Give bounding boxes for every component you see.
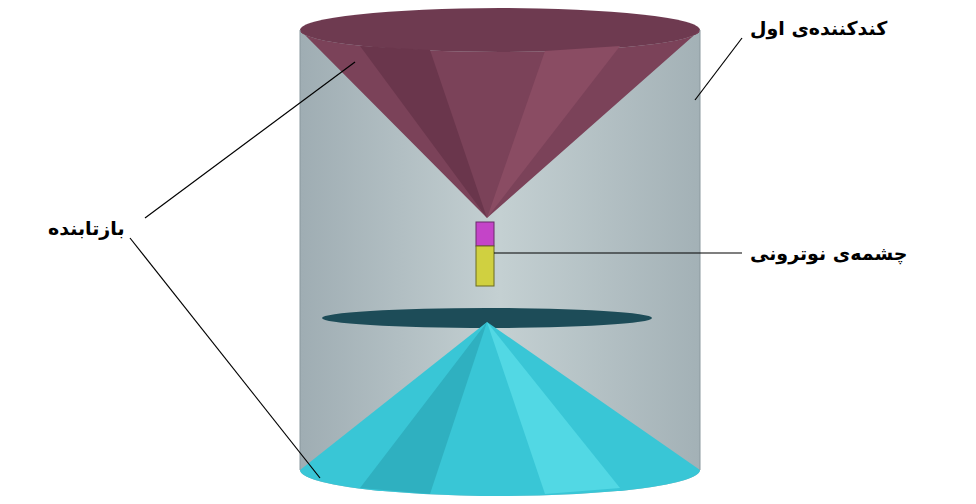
leader-line [145,62,355,218]
top-cone [300,30,700,218]
neutron-source [476,246,494,286]
leader-line [130,238,320,478]
top-cone-base [300,8,700,52]
leader-line [695,38,742,100]
part-label: کندکننده‌ی اول [748,17,889,40]
cylinder-body [300,30,700,496]
part-label: چشمه‌ی نوترونی [748,242,909,265]
bottom-cone-face [487,322,620,494]
leader-line [494,252,742,253]
top-cone-face [360,46,487,218]
top-cone-face [487,46,620,218]
source-cap [476,222,494,246]
bottom-cone-face [360,322,487,494]
cylinder-edge [700,30,701,470]
bottom-cone [300,322,700,496]
part-label: بازتابنده [46,217,127,240]
cylinder-edge [300,30,301,470]
